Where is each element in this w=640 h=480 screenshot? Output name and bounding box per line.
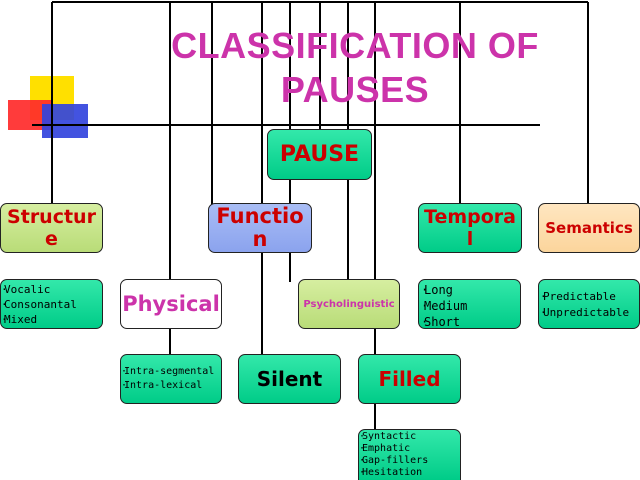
structure-item: Vocalic — [4, 282, 98, 297]
node-structure-label: Structure — [7, 206, 96, 250]
decor-blue-square — [42, 104, 88, 138]
semantics-item: Unpredictable — [543, 305, 635, 321]
node-physical-label: Physical — [122, 292, 220, 316]
node-function: Function — [208, 203, 312, 253]
node-semantics-label: Semantics — [545, 219, 633, 237]
node-psycholinguistic: Psycholinguistic — [298, 279, 400, 329]
decor-cross-lines — [32, 60, 100, 155]
node-silent: Silent — [238, 354, 341, 404]
node-physical: Physical — [120, 279, 222, 329]
physical-list: Intra-segmental Intra-lexical — [120, 354, 222, 404]
filled-item: Emphatic — [362, 443, 456, 455]
node-filled: Filled — [358, 354, 461, 404]
node-function-label: Function — [216, 204, 304, 251]
semantics-list: Predictable Unpredictable — [538, 279, 640, 329]
structure-item: Consonantal — [4, 297, 98, 312]
physical-item: Intra-segmental — [124, 365, 217, 379]
structure-list: Vocalic Consonantal Mixed — [0, 279, 103, 329]
structure-item: Mixed — [4, 312, 98, 327]
node-pause: PAUSE — [267, 129, 372, 180]
node-semantics: Semantics — [538, 203, 640, 253]
node-temporal: Temporal — [418, 203, 522, 253]
temporal-item: Short — [424, 314, 516, 328]
filled-item: Hesitation — [362, 467, 456, 479]
filled-item: Syntactic — [362, 431, 456, 443]
temporal-item: Medium — [424, 298, 516, 314]
node-filled-label: Filled — [378, 367, 441, 391]
filled-item: Gap-fillers — [362, 455, 456, 467]
filled-list: Syntactic Emphatic Gap-fillers Hesitatio… — [358, 429, 461, 480]
semantics-item: Predictable — [543, 289, 635, 305]
node-temporal-label: Temporal — [424, 206, 516, 250]
temporal-list: Long Medium Short — [418, 279, 521, 329]
physical-item: Intra-lexical — [124, 379, 217, 393]
node-silent-label: Silent — [256, 367, 323, 391]
node-structure: Structure — [0, 203, 103, 253]
temporal-item: Long — [424, 282, 516, 298]
diagram-title: CLASSIFICATION OF PAUSES — [171, 25, 539, 110]
node-psycholinguistic-label: Psycholinguistic — [303, 298, 395, 310]
node-pause-label: PAUSE — [279, 142, 360, 167]
